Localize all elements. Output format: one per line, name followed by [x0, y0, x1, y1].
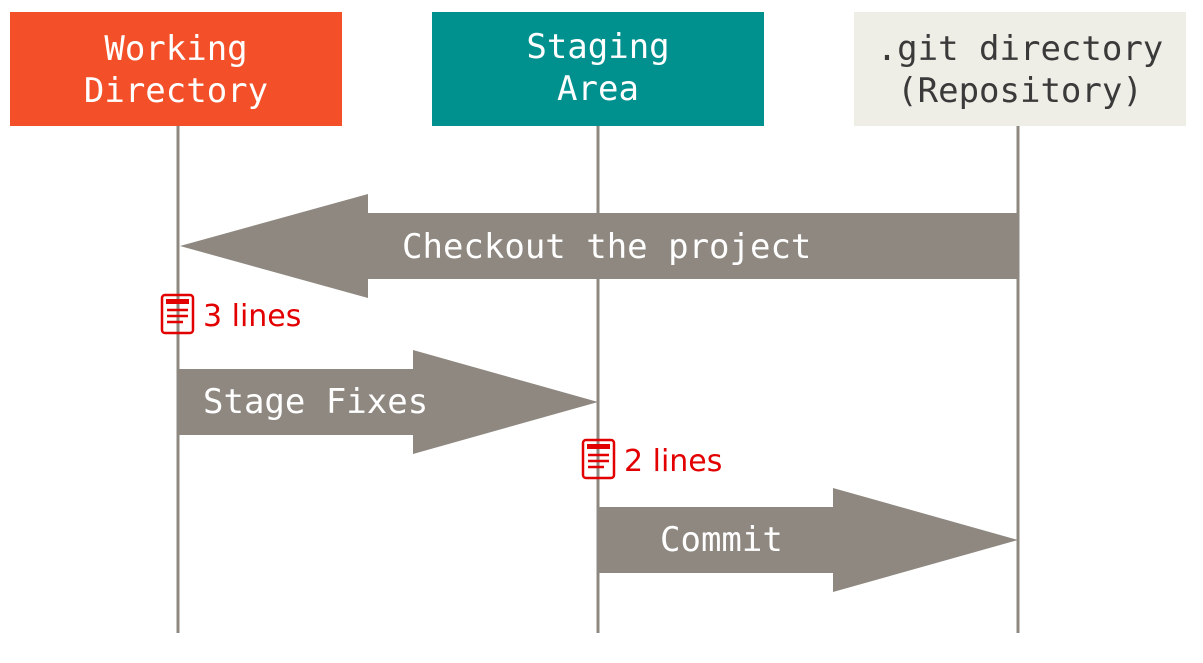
working-directory-box: Working Directory: [10, 12, 342, 126]
repository-label-line2: (Repository): [897, 71, 1143, 111]
file-note-2-lines: 2 lines: [581, 438, 722, 480]
commit-arrow: Commit: [598, 488, 1018, 592]
file-note-label: 3 lines: [203, 299, 301, 334]
repository-box: .git directory (Repository): [854, 12, 1186, 126]
stage-fixes-arrow: Stage Fixes: [178, 350, 598, 454]
working-directory-label-line1: Working: [104, 29, 247, 69]
repository-box-bg: [854, 12, 1186, 126]
checkout-arrow-shape: [180, 194, 1018, 298]
file-note-label: 2 lines: [624, 444, 722, 479]
staging-area-label-line1: Staging: [526, 27, 669, 67]
stage-fixes-arrow-label: Stage Fixes: [203, 382, 428, 422]
document-icon: [581, 438, 616, 480]
checkout-arrow: Checkout the project: [180, 194, 1018, 298]
document-icon: [160, 293, 195, 335]
repository-label-line1: .git directory: [877, 29, 1164, 69]
stage-fixes-arrow-shape: [178, 350, 598, 454]
working-directory-box-bg: [10, 12, 342, 126]
staging-area-box-bg: [432, 12, 764, 126]
commit-arrow-shape: [598, 488, 1018, 592]
file-note-3-lines: 3 lines: [160, 293, 301, 335]
working-directory-label-line2: Directory: [84, 71, 268, 111]
staging-area-box: Staging Area: [432, 12, 764, 126]
staging-area-label-line2: Area: [557, 69, 639, 109]
checkout-arrow-label: Checkout the project: [402, 227, 811, 267]
commit-arrow-label: Commit: [660, 520, 783, 560]
